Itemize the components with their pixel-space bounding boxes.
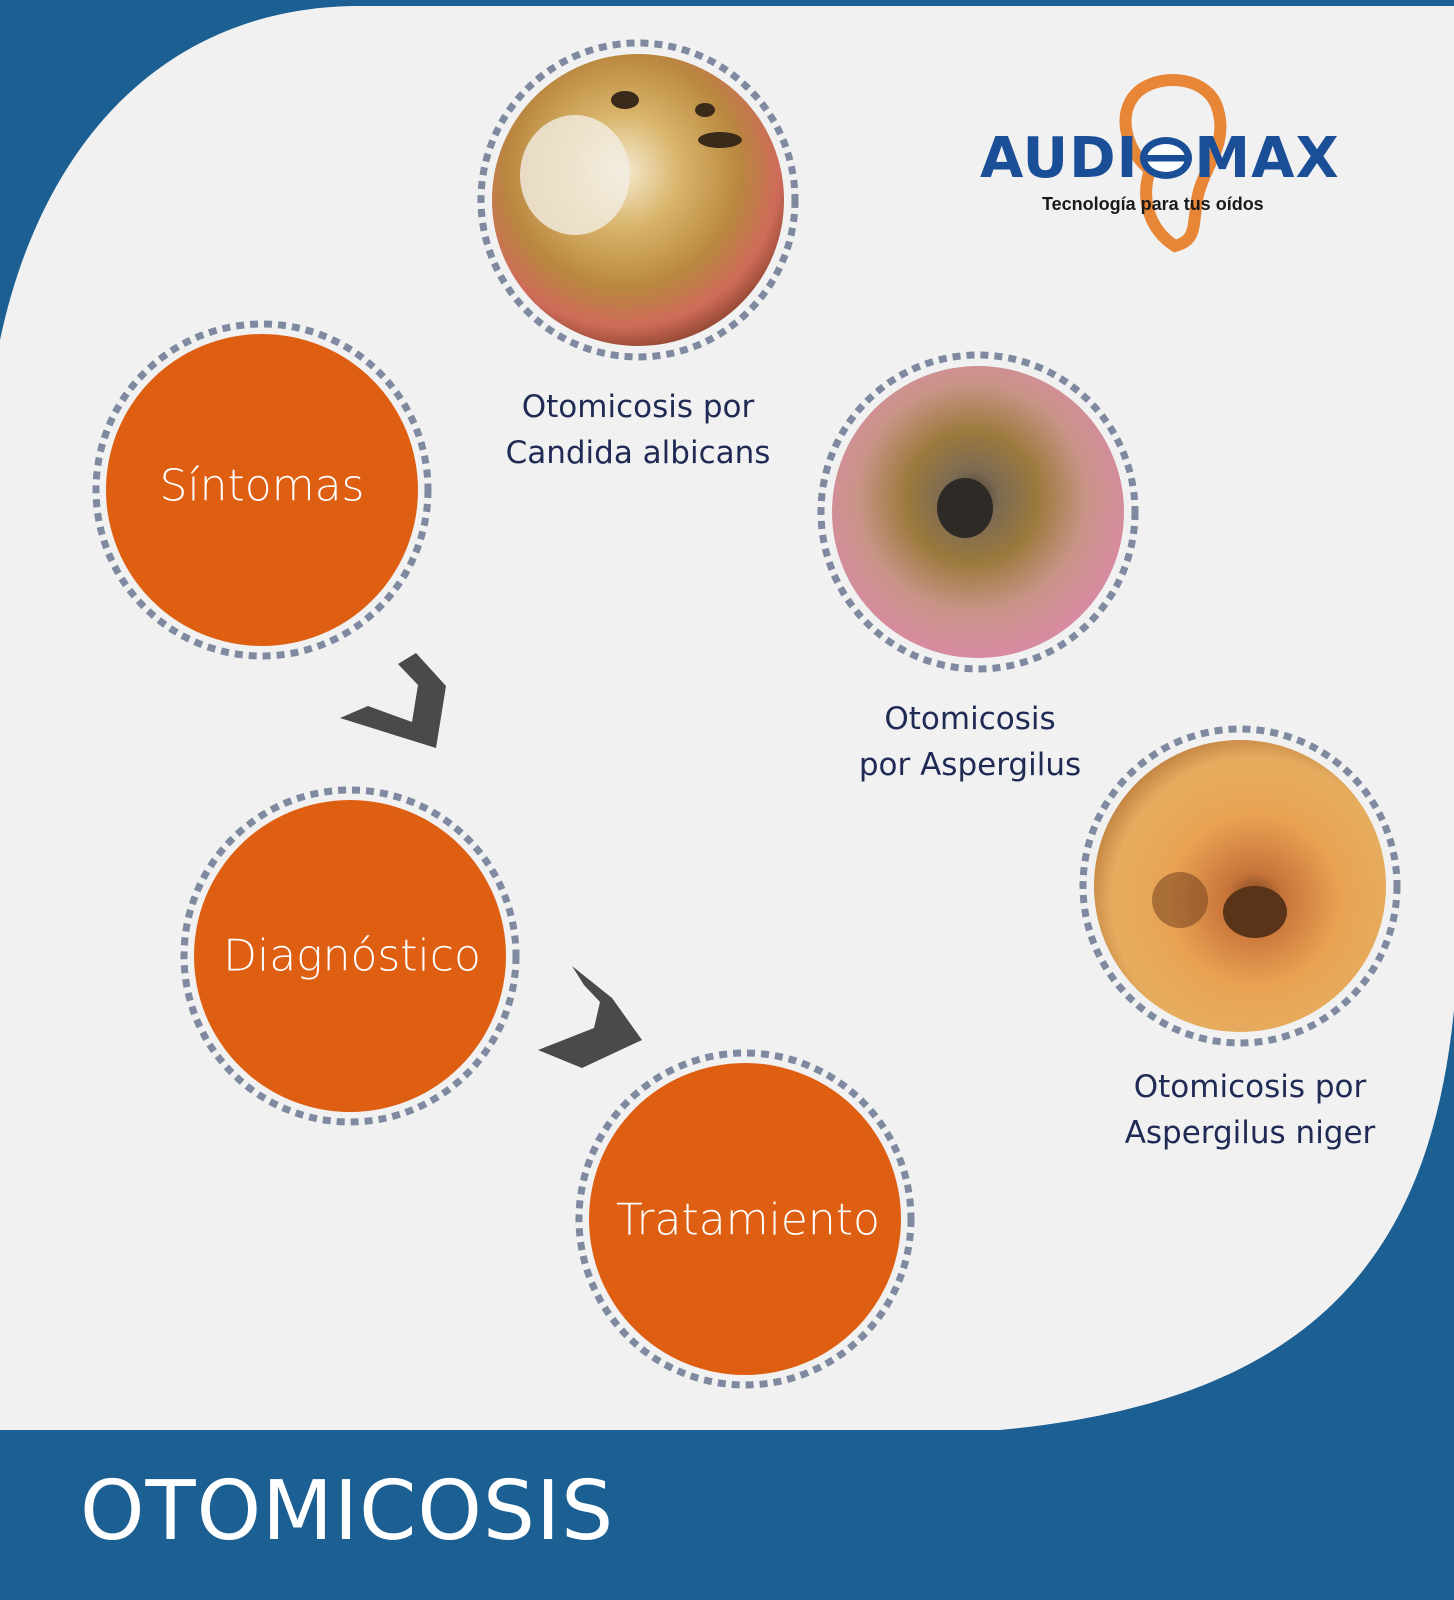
caption-aspergilus-niger: Otomicosis por Aspergilus niger <box>1090 1064 1410 1156</box>
logo-o-mark <box>1140 137 1193 179</box>
caption-line: Otomicosis por <box>521 389 755 425</box>
logo-brand-right: MAX <box>1194 126 1340 191</box>
photo-aspergilus <box>817 351 1139 673</box>
chevron-arrow-1 <box>340 653 446 748</box>
step-label-diagnostico: Diagnóstico <box>223 930 481 982</box>
caption-line: por Aspergilus <box>858 747 1082 783</box>
corner-swoosh <box>1000 1010 1454 1430</box>
caption-line: Candida albicans <box>505 435 771 471</box>
chevron-arrow-2 <box>538 966 642 1068</box>
step-circle-sintomas <box>92 320 432 660</box>
photo-aspergilus-niger <box>1079 725 1401 1047</box>
caption-line: Otomicosis <box>884 701 1056 737</box>
caption-aspergilus: Otomicosis por Aspergilus <box>810 696 1130 788</box>
caption-candida-albicans: Otomicosis por Candida albicans <box>460 384 816 476</box>
page-title: OTOMICOSIS <box>80 1464 615 1559</box>
logo-brand-text: AUDI MAX <box>980 126 1340 191</box>
logo-brand-left: AUDI <box>980 126 1139 191</box>
caption-line: Otomicosis por <box>1133 1069 1367 1105</box>
photo-candida-albicans <box>477 39 799 361</box>
caption-line: Aspergilus niger <box>1124 1115 1376 1151</box>
audiomax-logo: AUDI MAX Tecnología para tus oídos <box>976 78 1362 248</box>
logo-tagline: Tecnología para tus oídos <box>1042 194 1264 214</box>
step-circle-tratamiento <box>575 1049 915 1389</box>
step-label-tratamiento: Tratamiento <box>616 1194 880 1246</box>
ear-logo-icon <box>1119 73 1227 253</box>
step-circle-diagnostico <box>180 786 520 1126</box>
step-label-sintomas: Síntomas <box>159 460 365 512</box>
